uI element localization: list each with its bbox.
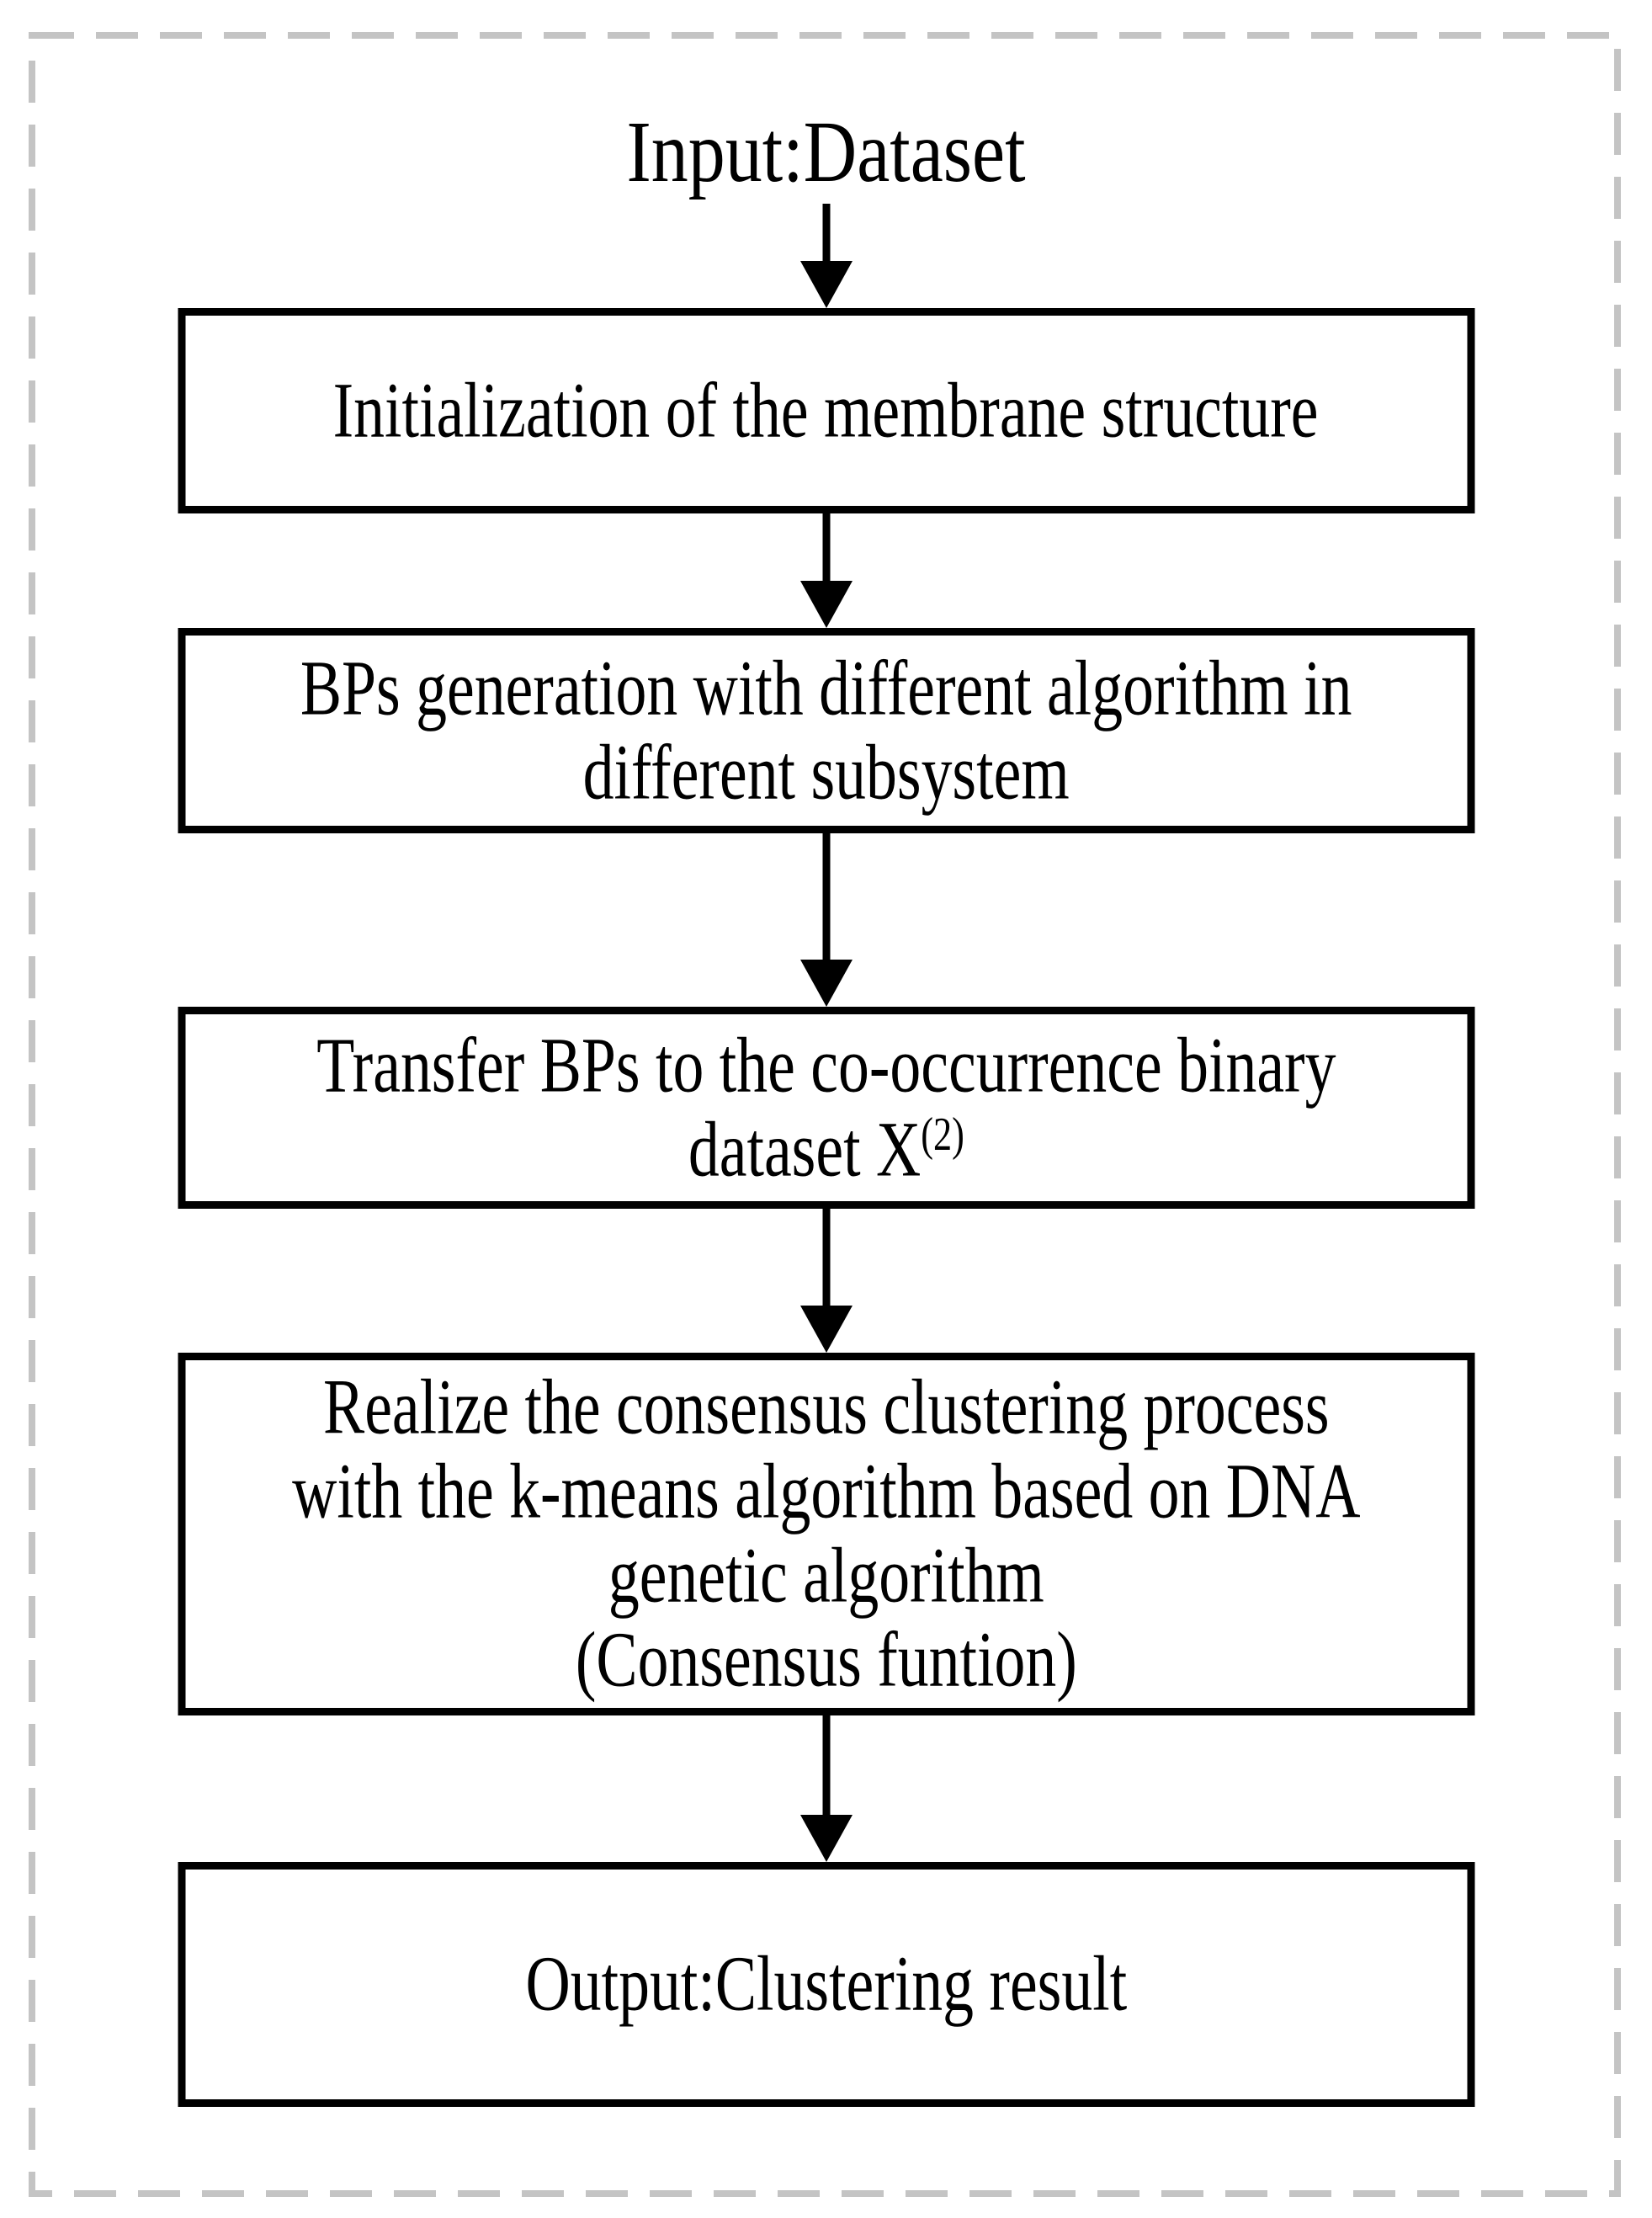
flow-arrow-initialization-to-bps	[799, 513, 853, 628]
superscript-2: (2)	[920, 1107, 964, 1161]
node-transfer-bps-label: Transfer BPs to the co-occurrence binary…	[316, 1024, 1336, 1192]
arrow-shaft	[822, 1715, 830, 1820]
flow-arrow-transfer-to-consensus	[799, 1209, 853, 1353]
arrow-shaft	[822, 833, 830, 965]
arrow-head-icon	[799, 1306, 853, 1353]
node-bps-generation: BPs generation with different algorithm …	[178, 628, 1474, 833]
text-line: Initialization of the membrane structure	[333, 367, 1319, 455]
node-initialization: Initialization of the membrane structure	[178, 308, 1474, 513]
node-consensus-clustering-label: Realize the consensus clustering process…	[292, 1365, 1360, 1703]
arrow-shaft	[822, 204, 830, 266]
text-line: different subsystem	[582, 729, 1070, 816]
node-consensus-clustering: Realize the consensus clustering process…	[178, 1353, 1474, 1715]
arrow-head-icon	[799, 960, 853, 1007]
node-output: Output:Clustering result	[178, 1862, 1474, 2107]
arrow-shaft	[822, 1209, 830, 1311]
node-initialization-label: Initialization of the membrane structure	[333, 369, 1319, 453]
diagram-title: Input:Dataset	[626, 104, 1026, 201]
text-line: Transfer BPs to the co-occurrence binary	[316, 1022, 1336, 1109]
flow-arrow-bps-to-transfer	[799, 833, 853, 1007]
text-line: with the k-means algorithm based on DNA	[291, 1449, 1361, 1535]
flow-arrow-consensus-to-output	[799, 1715, 853, 1862]
text-line: BPs generation with different algorithm …	[300, 645, 1352, 732]
arrow-head-icon	[799, 261, 853, 308]
dataset-x-text: dataset X	[688, 1106, 921, 1194]
dashed-border-rect	[29, 32, 1621, 2197]
node-transfer-bps: Transfer BPs to the co-occurrence binary…	[178, 1007, 1474, 1209]
node-bps-generation-label: BPs generation with different algorithm …	[300, 646, 1352, 815]
text-line: Output:Clustering result	[525, 1941, 1127, 2028]
text-line: dataset X(2)	[316, 1108, 1336, 1192]
node-output-label: Output:Clustering result	[525, 1942, 1127, 2026]
arrow-shaft	[822, 513, 830, 586]
arrow-head-icon	[799, 1815, 853, 1862]
text-line: Realize the consensus clustering process	[322, 1364, 1330, 1451]
arrow-head-icon	[799, 581, 853, 628]
text-line: genetic algorithm	[608, 1533, 1044, 1620]
text-line: (Consensus funtion)	[575, 1617, 1077, 1704]
flow-arrow-input-to-initialization	[799, 204, 853, 308]
